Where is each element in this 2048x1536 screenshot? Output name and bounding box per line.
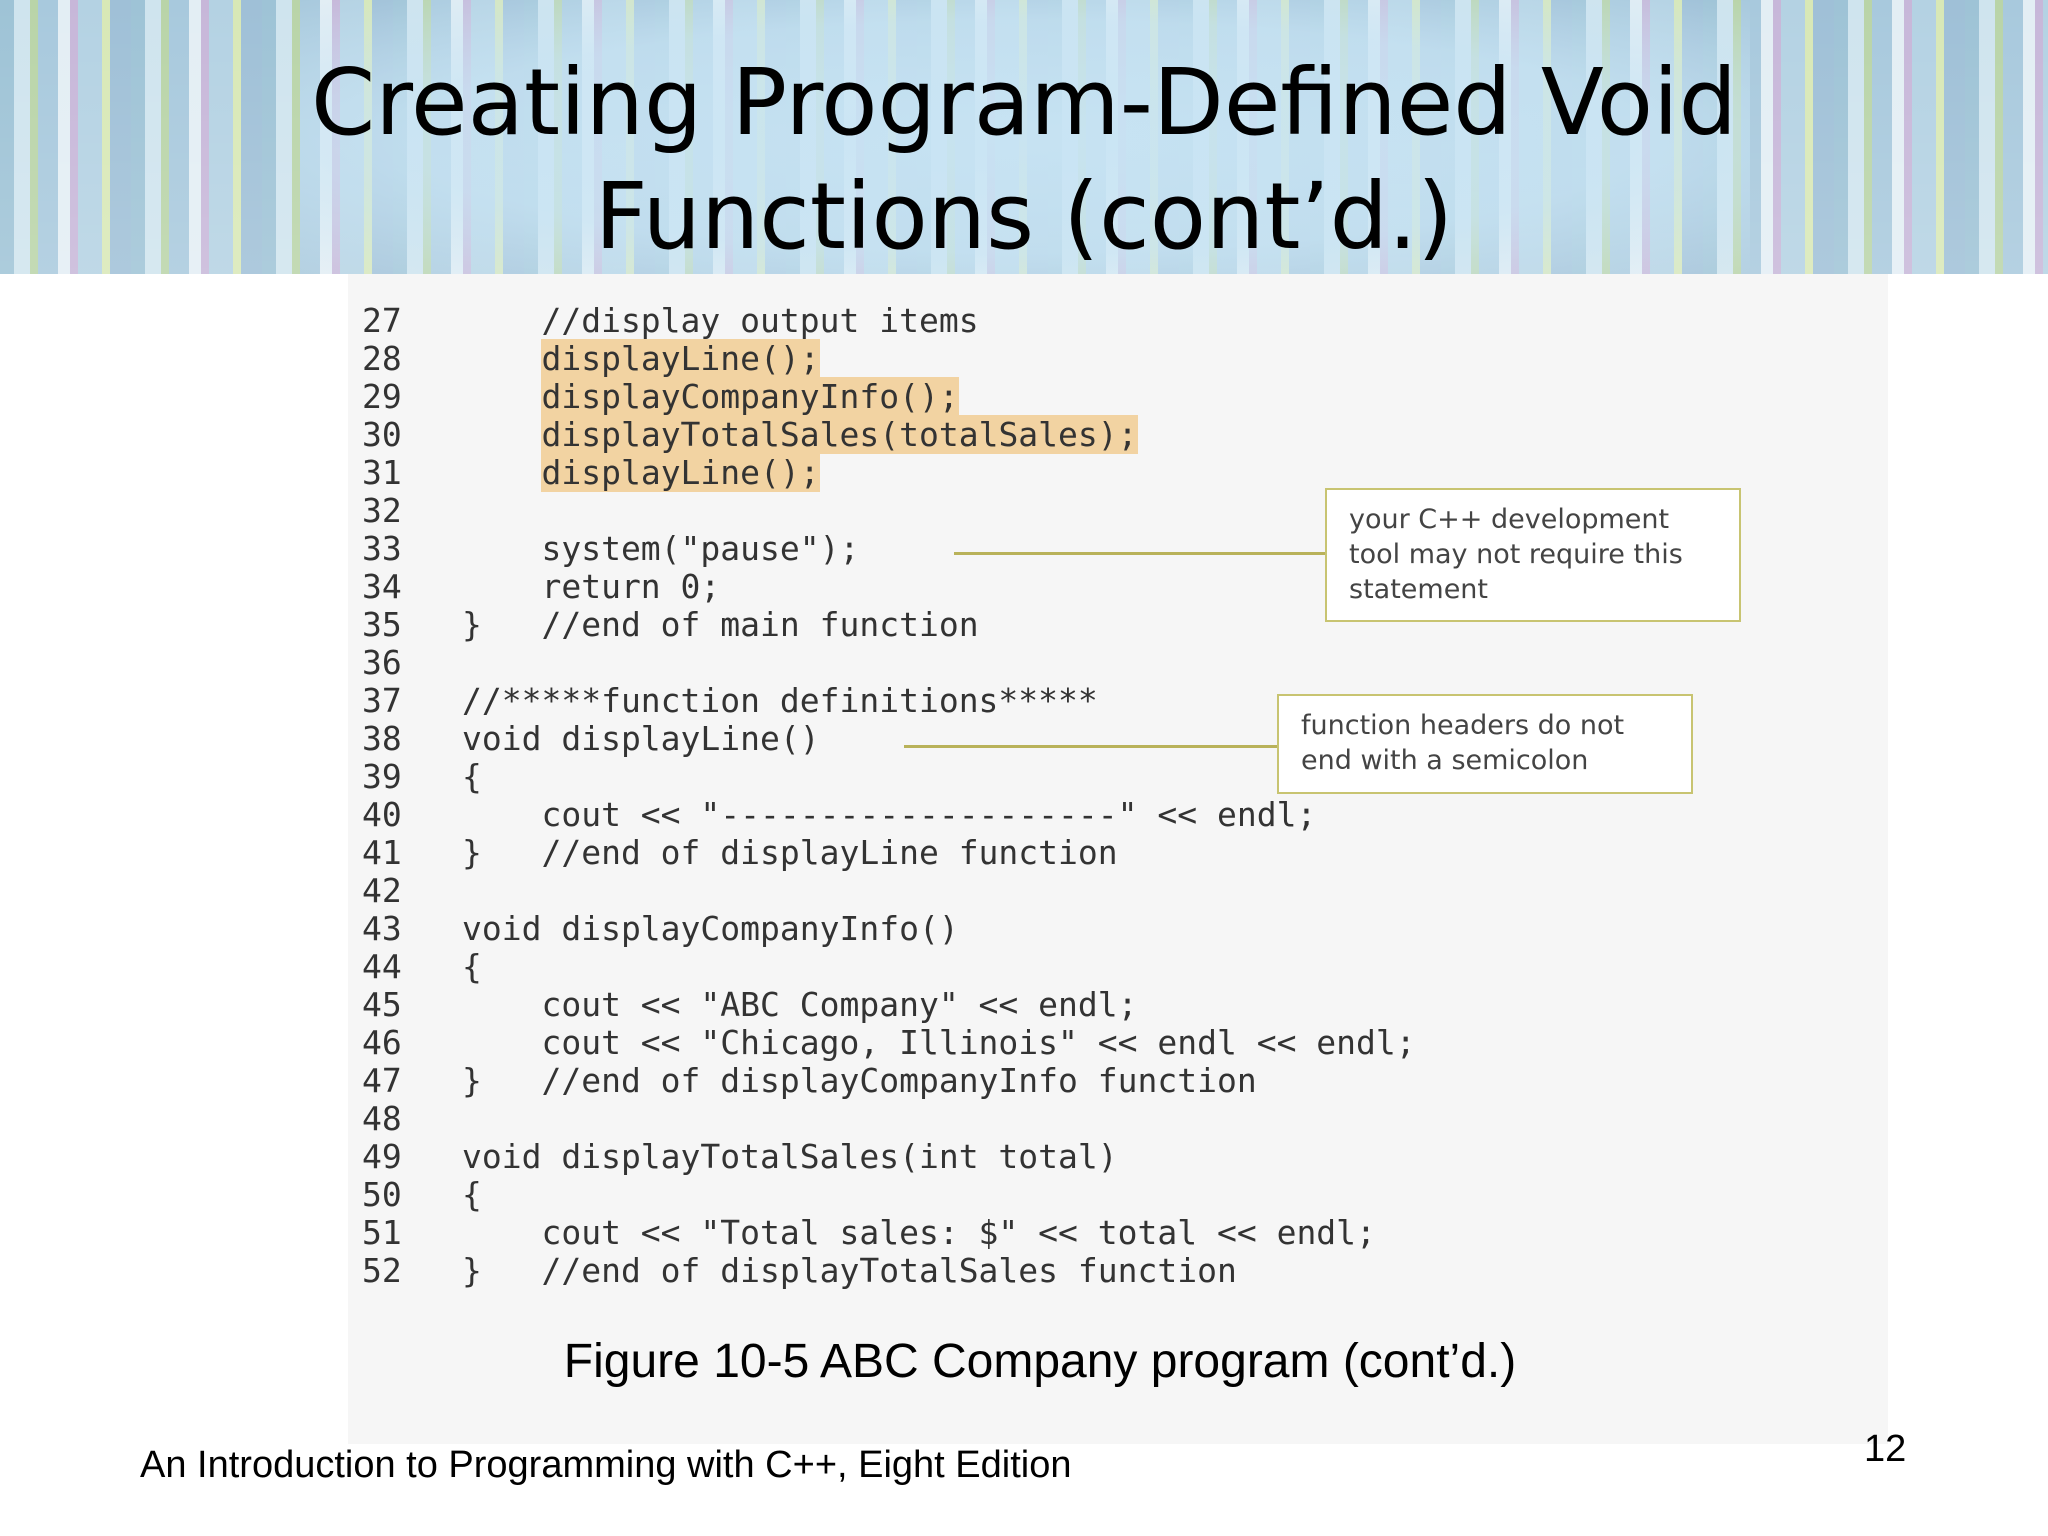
code-line: 29 displayCompanyInfo(); (362, 377, 1662, 416)
code-line: 36 (362, 644, 1662, 682)
line-number: 35 (362, 605, 402, 644)
line-number: 47 (362, 1061, 402, 1100)
code-text (462, 415, 541, 454)
code-text (462, 453, 541, 492)
code-line: 40 cout << "--------------------" << end… (362, 796, 1662, 834)
header-callout-leader (904, 745, 1278, 748)
code-line: 28 displayLine(); (362, 339, 1662, 378)
code-text: } //end of displayCompanyInfo function (462, 1061, 1257, 1100)
highlighted-call: displayLine(); (541, 453, 820, 492)
header-callout-text: function headers do not end with a semic… (1301, 710, 1625, 776)
code-line: 35 } //end of main function (362, 606, 1662, 644)
code-line: 45 cout << "ABC Company" << endl; (362, 986, 1662, 1024)
line-number: 41 (362, 833, 402, 872)
code-text: system("pause"); (462, 529, 860, 568)
code-text: { (462, 947, 482, 986)
code-text: //display output items (462, 301, 979, 340)
slide-title-line2: Functions (cont’d.) (594, 163, 1454, 270)
line-number: 32 (362, 491, 402, 530)
code-line: 37 //*****function definitions***** (362, 682, 1662, 720)
code-line: 52 } //end of displayTotalSales function (362, 1252, 1662, 1290)
code-line: 34 return 0; (362, 568, 1662, 606)
line-number: 28 (362, 339, 402, 378)
code-text (462, 339, 541, 378)
code-line: 43 void displayCompanyInfo() (362, 910, 1662, 948)
code-text: cout << "--------------------" << endl; (462, 795, 1317, 834)
slide-title: Creating Program-Defined Void Functions … (0, 46, 2048, 274)
line-number: 52 (362, 1251, 402, 1290)
code-line: 42 (362, 872, 1662, 910)
footer-book-title: An Introduction to Programming with C++,… (140, 1444, 1072, 1486)
code-text: //*****function definitions***** (462, 681, 1098, 720)
line-number: 33 (362, 529, 402, 568)
code-line: 32 (362, 492, 1662, 530)
line-number: 46 (362, 1023, 402, 1062)
code-text: cout << "ABC Company" << endl; (462, 985, 1138, 1024)
code-text: void displayTotalSales(int total) (462, 1137, 1118, 1176)
line-number: 30 (362, 415, 402, 454)
line-number: 39 (362, 757, 402, 796)
line-number: 34 (362, 567, 402, 606)
pause-callout-text: your C++ development tool may not requir… (1349, 504, 1683, 605)
line-number: 42 (362, 871, 402, 910)
code-line: 46 cout << "Chicago, Illinois" << endl <… (362, 1024, 1662, 1062)
highlighted-call: displayLine(); (541, 339, 820, 378)
code-text: } //end of displayLine function (462, 833, 1118, 872)
line-number: 44 (362, 947, 402, 986)
code-text: } //end of displayTotalSales function (462, 1251, 1237, 1290)
code-line: 51 cout << "Total sales: $" << total << … (362, 1214, 1662, 1252)
code-text (462, 377, 541, 416)
code-line: 39 { (362, 758, 1662, 796)
line-number: 49 (362, 1137, 402, 1176)
page-number: 12 (1864, 1428, 1907, 1470)
code-line: 50 { (362, 1176, 1662, 1214)
code-text: return 0; (462, 567, 721, 606)
header-callout: function headers do not end with a semic… (1277, 694, 1693, 794)
pause-callout: your C++ development tool may not requir… (1325, 488, 1741, 622)
code-line: 27 //display output items (362, 302, 1662, 340)
line-number: 48 (362, 1099, 402, 1138)
code-line: 48 (362, 1100, 1662, 1138)
code-line: 30 displayTotalSales(totalSales); (362, 415, 1662, 454)
line-number: 27 (362, 301, 402, 340)
code-line: 41 } //end of displayLine function (362, 834, 1662, 872)
code-text: cout << "Chicago, Illinois" << endl << e… (462, 1023, 1416, 1062)
line-number: 29 (362, 377, 402, 416)
code-line: 38 void displayLine() (362, 720, 1662, 758)
code-line: 31 displayLine(); (362, 453, 1662, 492)
code-line: 47 } //end of displayCompanyInfo function (362, 1062, 1662, 1100)
code-line: 33 system("pause"); (362, 530, 1662, 568)
code-text: } //end of main function (462, 605, 979, 644)
line-number: 45 (362, 985, 402, 1024)
highlighted-call: displayCompanyInfo(); (541, 377, 959, 416)
line-number: 31 (362, 453, 402, 492)
slide-title-line1: Creating Program-Defined Void (311, 49, 1737, 156)
line-number: 51 (362, 1213, 402, 1252)
code-text: void displayLine() (462, 719, 820, 758)
code-text: { (462, 1175, 482, 1214)
header-banner-glow (300, 0, 1750, 274)
code-text: void displayCompanyInfo() (462, 909, 959, 948)
code-line: 44 { (362, 948, 1662, 986)
line-number: 36 (362, 643, 402, 682)
highlighted-call: displayTotalSales(totalSales); (541, 415, 1138, 454)
code-line: 49 void displayTotalSales(int total) (362, 1138, 1662, 1176)
figure-caption: Figure 10-5 ABC Company program (cont’d.… (563, 1335, 1517, 1388)
line-number: 50 (362, 1175, 402, 1214)
code-text: { (462, 757, 482, 796)
pause-callout-leader (954, 552, 1326, 555)
line-number: 40 (362, 795, 402, 834)
line-number: 43 (362, 909, 402, 948)
header-banner (0, 0, 2048, 274)
line-number: 38 (362, 719, 402, 758)
code-text: cout << "Total sales: $" << total << end… (462, 1213, 1376, 1252)
line-number: 37 (362, 681, 402, 720)
